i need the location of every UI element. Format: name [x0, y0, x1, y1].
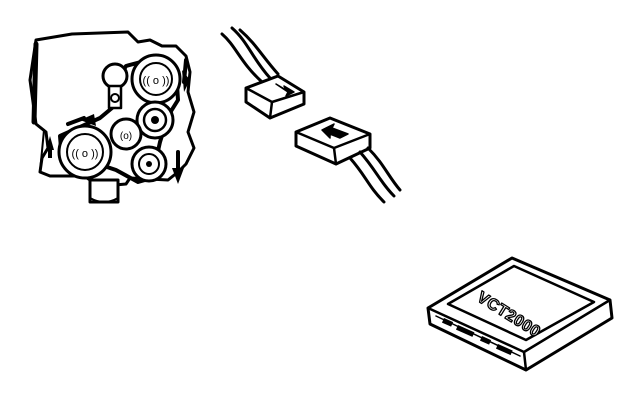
rotation-arrows [46, 58, 190, 184]
tool-cartridge: VCT2000 [426, 256, 614, 372]
upper-pulley: (( o )) [130, 53, 182, 105]
bottom-can [88, 178, 120, 204]
plug-right [294, 116, 372, 166]
plug-right-arrow-icon [321, 123, 349, 139]
pulley-mark: (( o )) [72, 148, 99, 160]
tensioner-pulley: (o) [109, 117, 143, 151]
engine-belt-diagram: (( o )) (( o )) (o) [28, 30, 196, 204]
plug-left-arrow-icon [275, 83, 295, 97]
cartridge-label-panel [446, 264, 596, 342]
crank-pulley: (( o )) [57, 124, 113, 180]
idler-pulley [101, 62, 129, 110]
connector-pair [220, 26, 402, 204]
lower-pulley [130, 145, 168, 183]
svg-text:(( o )): (( o )) [143, 75, 170, 87]
plug-left [244, 74, 306, 120]
svg-text:(o): (o) [120, 131, 132, 142]
middle-pulley [135, 100, 175, 140]
